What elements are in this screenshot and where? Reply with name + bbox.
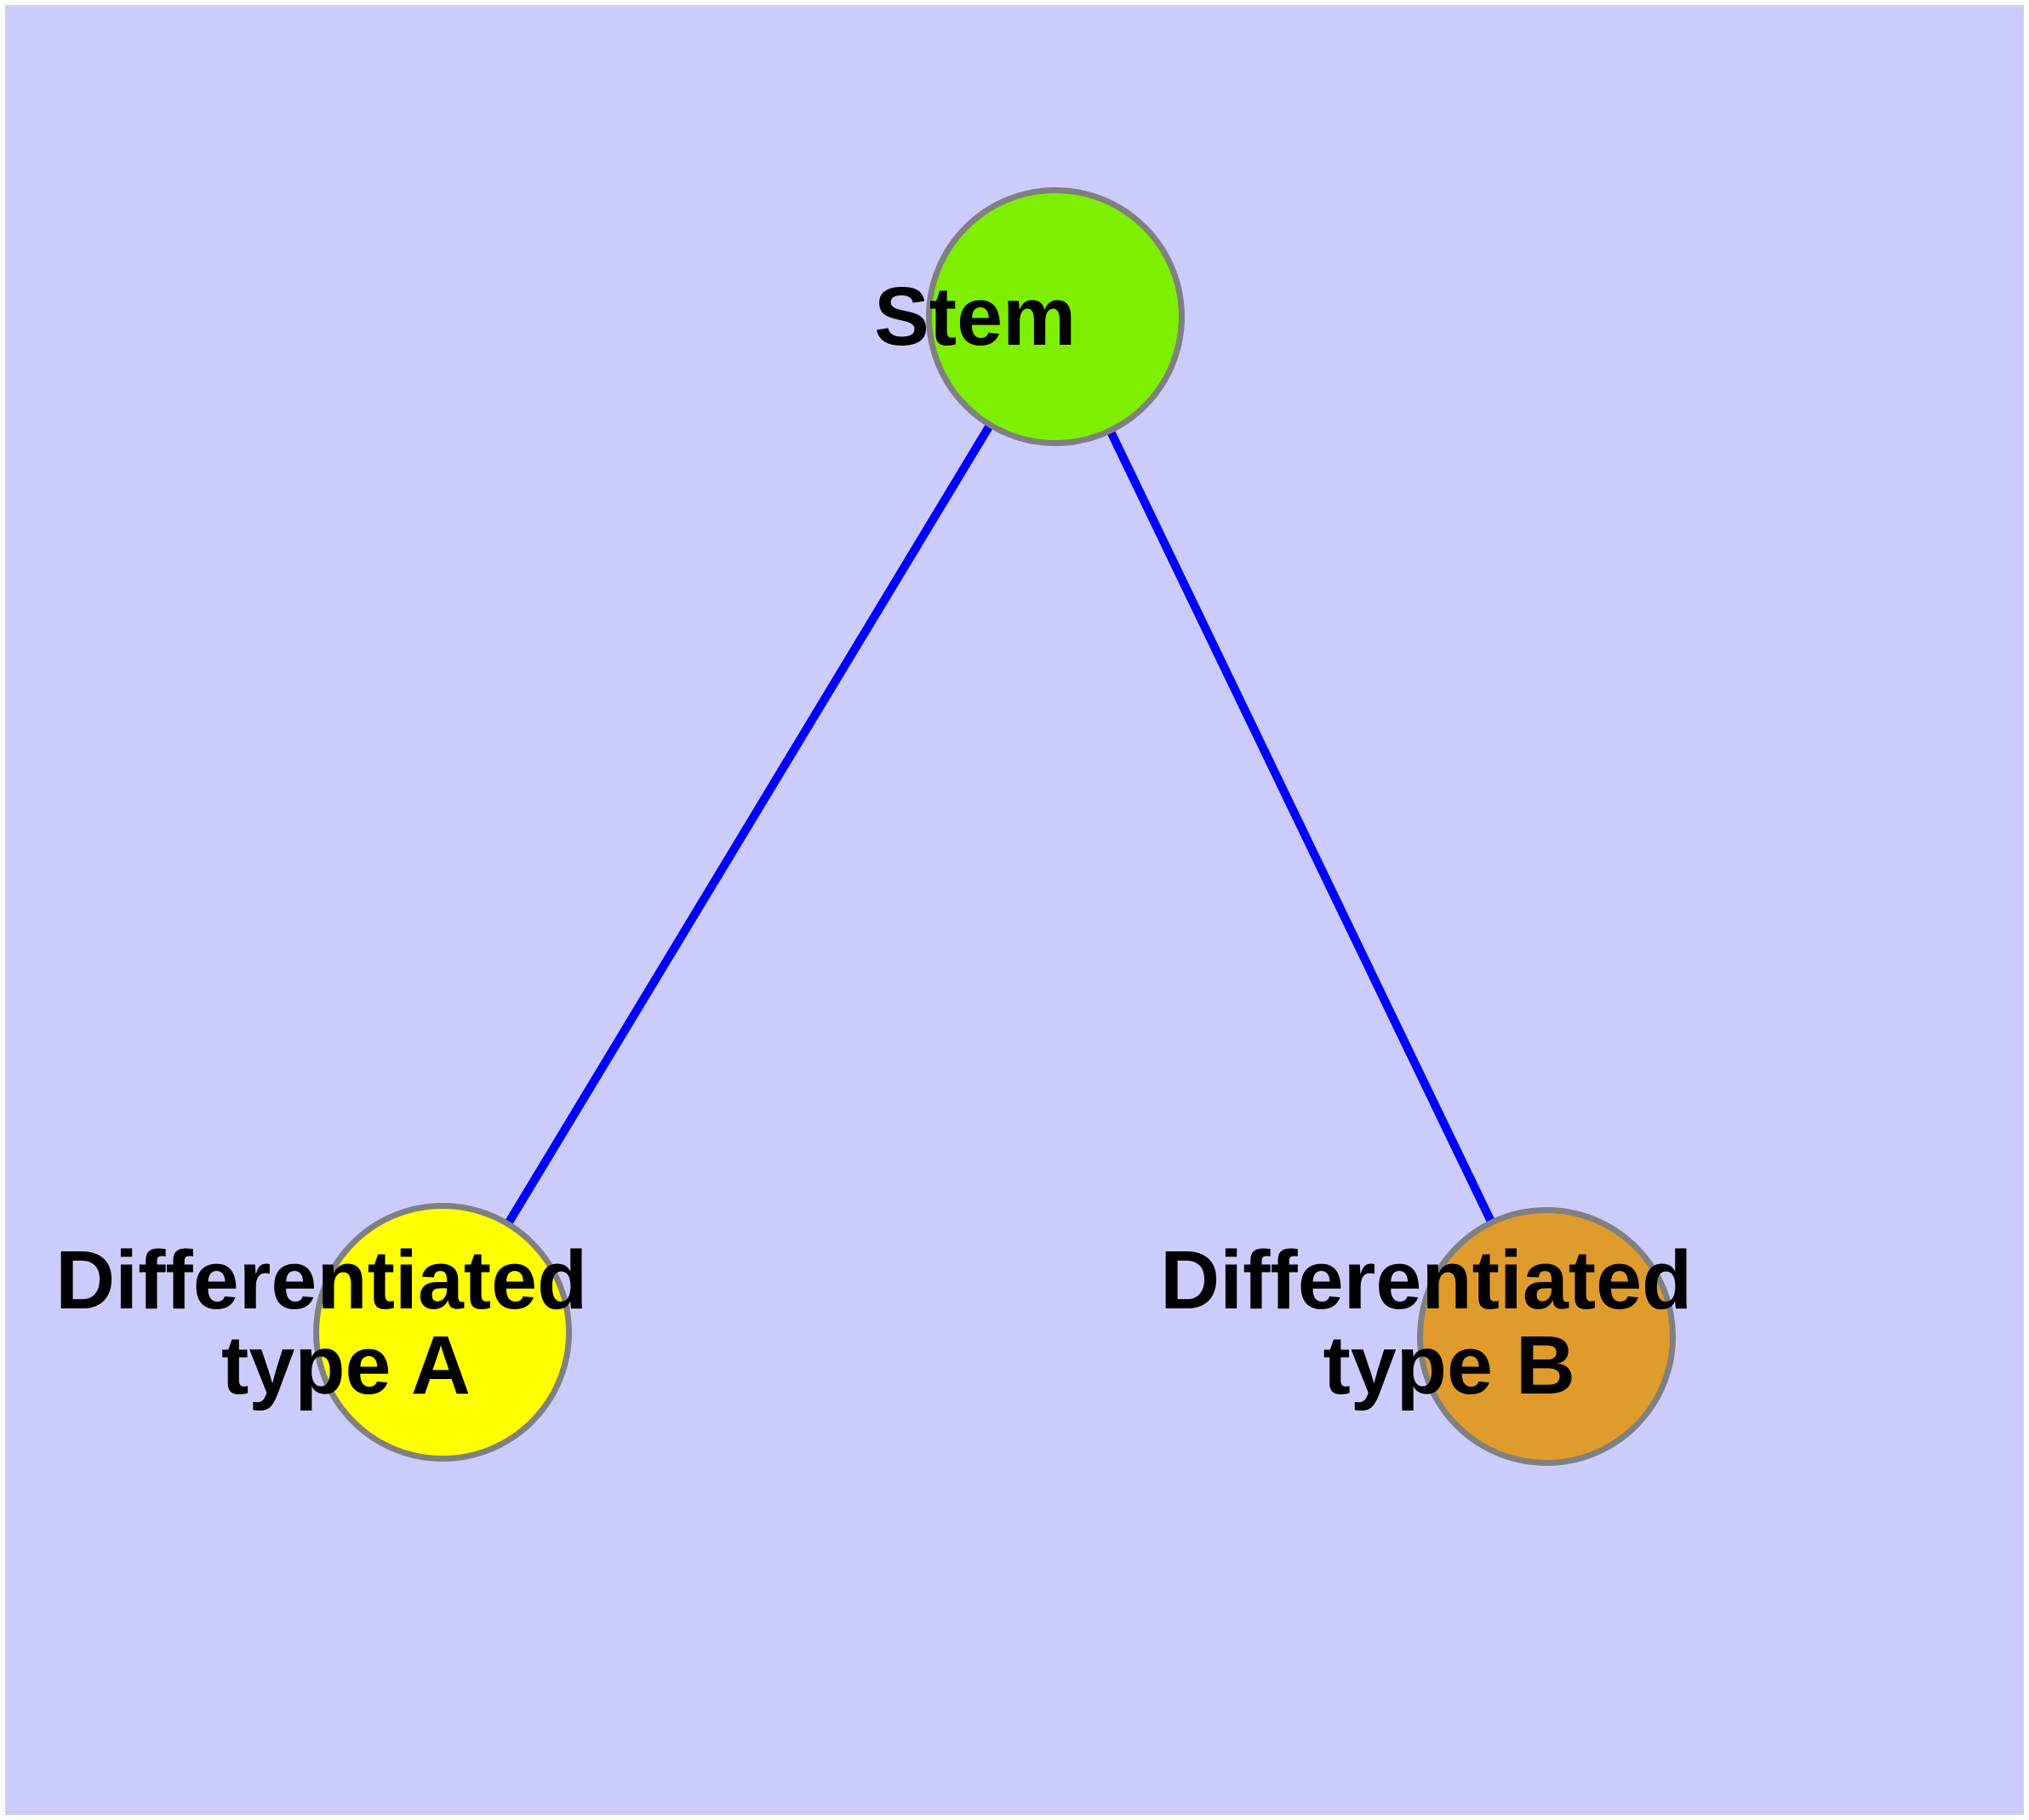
edge-layer [438, 314, 1551, 1339]
node-differentiated-type-b[interactable] [1417, 1207, 1676, 1466]
node-label-differentiated-type-a: Differentiated type A [55, 1233, 794, 1411]
node-label-stem: Stem [874, 270, 1237, 363]
node-circle-differentiated-type-b[interactable] [1417, 1207, 1676, 1466]
node-label-b-line-2: type B [1323, 1319, 1575, 1411]
node-stem[interactable] [926, 187, 1185, 446]
edge-stem-to-differentiated-type-a[interactable] [438, 314, 1060, 1335]
node-label-b-line-1: Differentiated [1160, 1233, 1692, 1326]
node-label-a-line-1: Differentiated [55, 1233, 587, 1326]
node-layer [313, 187, 1676, 1466]
node-label-differentiated-type-b: Differentiated type B [1160, 1233, 1899, 1411]
node-label-a-line-2: type A [221, 1319, 469, 1411]
node-circle-stem[interactable] [926, 187, 1185, 446]
edge-stem-to-differentiated-type-b[interactable] [1051, 314, 1551, 1339]
node-circle-differentiated-type-a[interactable] [313, 1203, 572, 1462]
node-differentiated-type-a[interactable] [313, 1203, 572, 1462]
node-label-stem-line-1: Stem [874, 270, 1076, 363]
label-layer: Stem Differentiated type A Differentiate… [55, 270, 1899, 1411]
